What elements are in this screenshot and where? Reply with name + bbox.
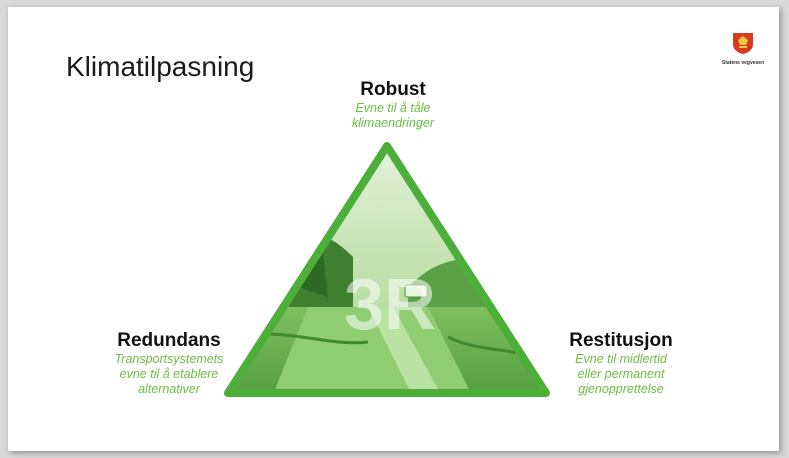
- redundans-desc-line-1: Transportsystemets: [114, 352, 224, 366]
- triangle-border: [224, 142, 550, 397]
- label-redundans: Redundans Transportsystemets evne til å …: [84, 330, 254, 397]
- redundans-desc-line-3: alternativer: [138, 382, 200, 396]
- robust-heading: Robust: [360, 79, 426, 100]
- label-robust: Robust Evne til å tåle klimaendringer: [298, 79, 488, 131]
- statens-vegvesen-logo-icon: [733, 33, 753, 54]
- robust-desc-line-1: Evne til å tåle: [355, 101, 431, 115]
- logo-caption: Statens vegvesen: [721, 60, 765, 66]
- slide-title: Klimatilpasning: [66, 51, 255, 82]
- restitusjon-desc-line-1: Evne til midlertid: [575, 352, 667, 366]
- triangle-photo: 3R: [228, 146, 546, 393]
- slide: Klimatilpasning Statens vegvesen: [8, 7, 779, 451]
- redundans-heading: Redundans: [117, 330, 221, 351]
- logo: Statens vegvesen: [714, 31, 772, 71]
- restitusjon-desc-line-2: eller permanent: [577, 367, 665, 381]
- label-restitusjon: Restitusjon Evne til midlertid eller per…: [536, 330, 706, 397]
- center-mark: 3R: [344, 265, 436, 345]
- redundans-desc-line-2: evne til å etablere: [119, 367, 219, 381]
- restitusjon-heading: Restitusjon: [569, 330, 673, 351]
- restitusjon-desc-line-3: gjenopprettelse: [578, 382, 664, 396]
- robust-desc-line-2: klimaendringer: [352, 116, 434, 130]
- triangle-diagram: 3R: [224, 142, 550, 397]
